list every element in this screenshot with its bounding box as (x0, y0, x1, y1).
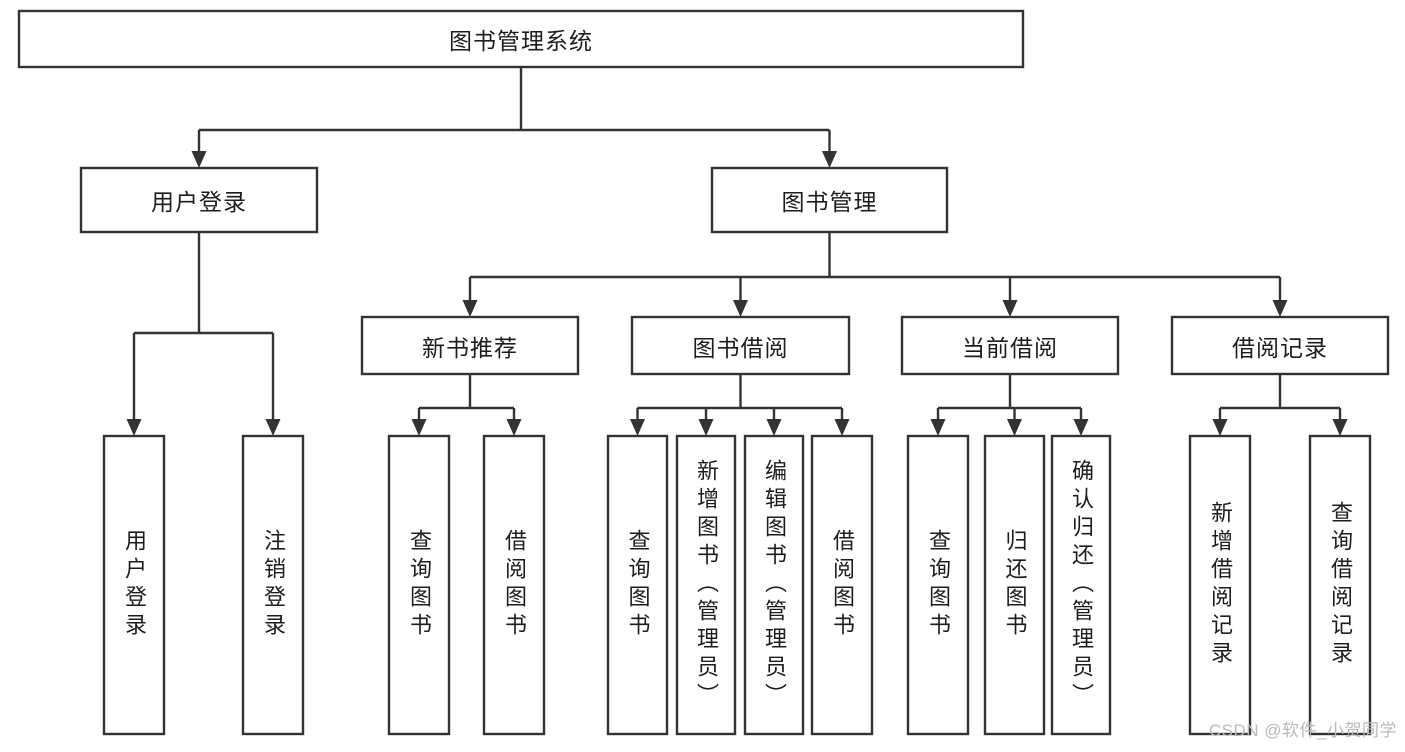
arrow-head-icon (1073, 419, 1089, 436)
node-box-user-login-do[interactable] (102, 434, 166, 736)
arrow-head-icon (1007, 419, 1022, 436)
arrow-head-icon (191, 151, 207, 168)
node-box-cb-query-book[interactable] (906, 434, 970, 736)
arrow-head-icon (462, 300, 478, 317)
arrow-head-icon (506, 419, 522, 436)
node-box-nbr-borrow-book[interactable] (482, 434, 546, 736)
node-box-book-borrow[interactable] (630, 315, 851, 376)
arrow-head-icon (766, 419, 782, 436)
node-box-new-book-rec[interactable] (360, 315, 580, 376)
arrow-head-icon (1002, 300, 1018, 317)
node-box-current-borrow[interactable] (900, 315, 1120, 376)
node-box-borrow-record[interactable] (1170, 315, 1390, 376)
node-box-bb-query-book[interactable] (606, 434, 669, 736)
node-box-cb-confirm-return[interactable] (1050, 434, 1112, 736)
arrow-head-icon (265, 419, 281, 436)
node-box-bb-borrow-book[interactable] (810, 434, 874, 736)
arrow-head-icon (834, 419, 850, 436)
arrow-head-icon (930, 419, 946, 436)
node-box-nbr-query-book[interactable] (387, 434, 451, 736)
arrow-head-icon (1212, 419, 1228, 436)
arrow-head-icon (698, 419, 714, 436)
arrow-head-icon (411, 419, 427, 436)
node-box-bb-edit-book[interactable] (743, 434, 805, 736)
node-box-cb-return-book[interactable] (983, 434, 1046, 736)
node-box-user-login[interactable] (79, 166, 319, 234)
node-box-bb-add-book[interactable] (675, 434, 737, 736)
arrow-head-icon (1272, 300, 1288, 317)
arrow-head-icon (630, 419, 645, 436)
node-box-br-query-record[interactable] (1308, 434, 1372, 736)
node-box-user-logout[interactable] (241, 434, 305, 736)
node-box-br-add-record[interactable] (1188, 434, 1252, 736)
arrow-head-icon (822, 151, 837, 168)
watermark: CSDN @软件_小贺同学 (1208, 721, 1397, 740)
arrow-head-icon (126, 419, 142, 436)
arrow-head-icon (1332, 419, 1348, 436)
arrow-head-icon (733, 300, 748, 317)
node-box-root[interactable] (17, 9, 1025, 69)
node-box-book-manage[interactable] (710, 166, 949, 234)
